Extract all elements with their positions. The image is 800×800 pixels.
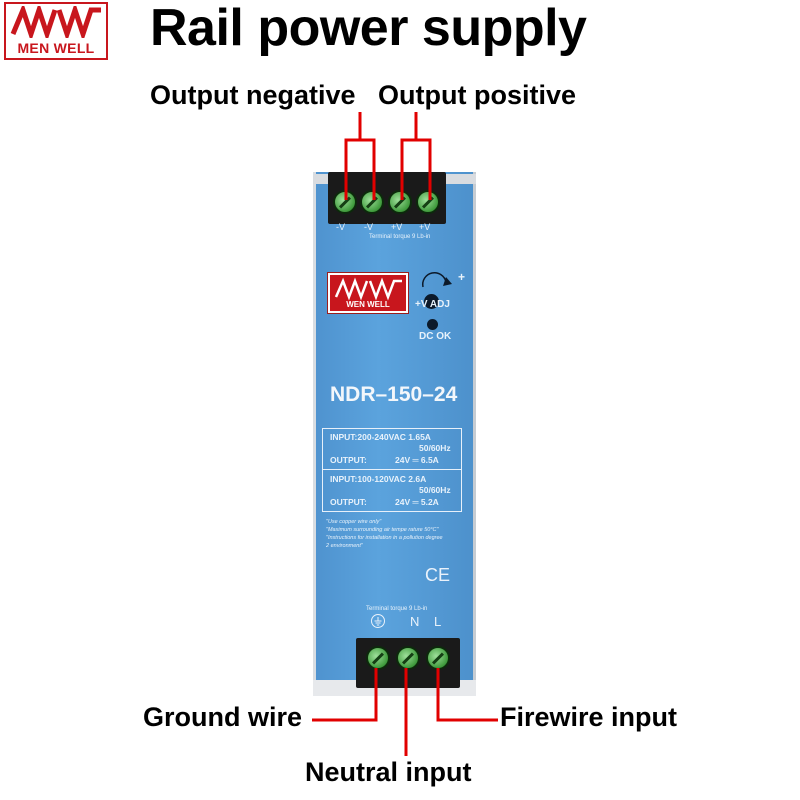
terminal-label-plus-v: +V xyxy=(391,222,403,232)
spec-input-1: INPUT:200-240VAC 1.65A xyxy=(330,432,431,442)
bottom-terminal-torque-note: Terminal torque 9 Lb-in xyxy=(366,606,428,612)
adj-label: +V ADJ xyxy=(415,299,450,310)
model-number: NDR–150–24 xyxy=(330,383,458,406)
device-brand-text: WEN WELL xyxy=(346,300,390,309)
logo-text: MEN WELL xyxy=(17,40,95,56)
spec-output-2-label: OUTPUT: xyxy=(330,497,367,507)
output-negative-label: Output negative xyxy=(150,80,356,110)
terminal-label-plus-v: +V xyxy=(419,222,431,232)
terminal-label-minus-v: -V xyxy=(364,222,373,232)
voltage-adjust-knob[interactable] xyxy=(424,294,439,309)
output-positive-label: Output positive xyxy=(378,80,576,110)
menwell-logo-mark-icon xyxy=(10,6,101,38)
device-body xyxy=(313,172,476,687)
terminal-label-minus-v: -V xyxy=(336,222,345,232)
spec-plate xyxy=(322,428,462,512)
spec-divider xyxy=(322,469,462,470)
spec-freq-2: 50/60Hz xyxy=(419,485,451,495)
note-line: "Maximum surrounding air tempe rature 50… xyxy=(326,527,439,533)
screw-terminal-icon[interactable] xyxy=(416,190,440,214)
ce-mark-icon: CE xyxy=(425,565,451,585)
device-brand-logo: WEN WELL xyxy=(327,272,409,314)
terminal-torque-note: Terminal torque 9 Lb-in xyxy=(369,234,431,240)
screw-terminal-icon[interactable] xyxy=(396,646,420,670)
firewire-input-label: Firewire input xyxy=(500,702,678,732)
dc-ok-led xyxy=(427,319,438,330)
screw-terminal-icon[interactable] xyxy=(426,646,450,670)
screw-terminal-icon[interactable] xyxy=(388,190,412,214)
ground-symbol-icon xyxy=(371,614,385,628)
spec-input-2: INPUT:100-120VAC 2.6A xyxy=(330,474,427,484)
input-label-neutral: N xyxy=(410,614,420,629)
input-label-live: L xyxy=(434,614,442,629)
device-brand-mark-icon xyxy=(334,277,402,301)
spec-output-1-value: 24V ═ 6.5A xyxy=(395,455,439,465)
note-line: "Instructions for installation in a poll… xyxy=(326,535,443,541)
note-line: "Use copper wire only" xyxy=(326,519,382,525)
screw-terminal-icon[interactable] xyxy=(366,646,390,670)
ground-wire-label: Ground wire xyxy=(143,702,303,732)
neutral-input-label: Neutral input xyxy=(305,757,472,787)
power-supply-device xyxy=(300,150,488,696)
dc-ok-label: DC OK xyxy=(419,331,452,342)
screw-terminal-icon[interactable] xyxy=(360,190,384,214)
adj-plus-label: + xyxy=(458,270,466,284)
spec-output-2-value: 24V ═ 5.2A xyxy=(395,497,439,507)
spec-freq-1: 50/60Hz xyxy=(419,443,451,453)
spec-output-1-label: OUTPUT: xyxy=(330,455,367,465)
page-title: Rail power supply xyxy=(150,0,587,57)
note-line: 2 environment" xyxy=(326,543,363,549)
menwell-logo: MEN WELL xyxy=(4,2,108,60)
